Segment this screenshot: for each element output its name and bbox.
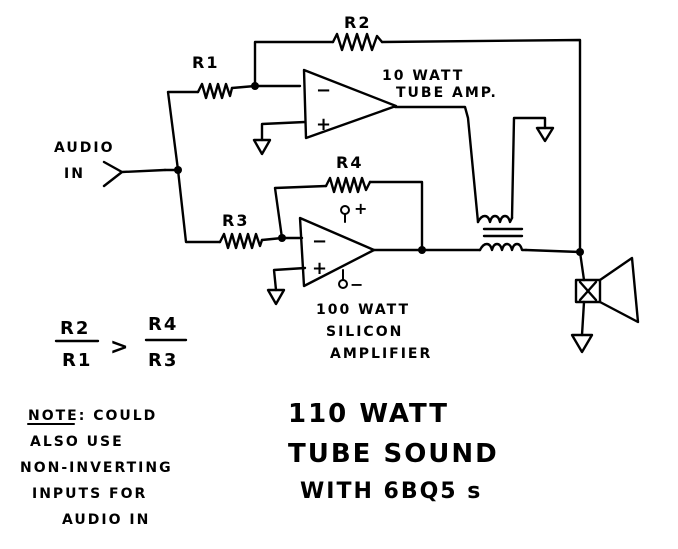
- wire-xfmr-bottom: [524, 248, 582, 254]
- tube-amp-minus: −: [316, 80, 333, 101]
- r4-label: R4: [336, 153, 363, 172]
- ground-symbol: [266, 288, 286, 306]
- resistor-r2: [331, 32, 384, 52]
- title-line1: 110 WATT: [288, 399, 449, 429]
- ground-symbol: [535, 126, 555, 143]
- wire-op1-plus: [260, 120, 307, 142]
- junction-dot: [278, 234, 286, 242]
- note-line2: ALSO USE: [30, 434, 124, 450]
- silicon-amp-minus: −: [312, 231, 329, 252]
- audio-input-jack: [102, 160, 167, 188]
- junction-dot: [576, 248, 584, 256]
- wire-r1-out: [230, 84, 302, 90]
- tube-amp-label-line1: 10 WATT: [382, 68, 464, 84]
- wire-r4-right: [368, 180, 424, 252]
- title-line3: WITH 6BQ5 s: [300, 479, 482, 504]
- speaker-cone: [598, 256, 640, 324]
- wire-r4-left: [273, 184, 328, 240]
- r1-label: R1: [192, 53, 219, 72]
- junction-dot: [251, 82, 259, 90]
- wire-speaker-gnd: [580, 300, 586, 337]
- transformer-primary-coil: [476, 214, 514, 224]
- wire-xfmr-top: [510, 116, 547, 220]
- note-line1: NOTE: COULD: [28, 408, 157, 424]
- audio-in-label-line2: IN: [64, 166, 85, 182]
- note-line4: INPUTS FOR: [32, 486, 147, 502]
- note-line5: AUDIO IN: [62, 512, 150, 528]
- supply-minus-label: −: [350, 275, 365, 294]
- wire-r2-left: [253, 40, 335, 88]
- speaker-magnet: [574, 278, 602, 304]
- resistor-r1: [196, 82, 234, 100]
- junction-dot: [174, 166, 182, 174]
- silicon-amp-plus: +: [312, 258, 329, 279]
- ground-symbol: [252, 138, 272, 156]
- silicon-amp-label-line2: SILICON: [326, 324, 403, 340]
- silicon-amp-label-line3: AMPLIFIER: [330, 346, 432, 362]
- resistor-r4: [324, 176, 372, 194]
- tube-amp-triangle: [302, 68, 398, 140]
- junction-dot: [418, 246, 426, 254]
- note-line3: NON-INVERTING: [20, 460, 173, 476]
- silicon-amp-label-line1: 100 WATT: [316, 302, 410, 318]
- wire-r2-right: [380, 38, 582, 254]
- ratio-r2: R2: [60, 318, 90, 339]
- ratio-r3: R3: [148, 350, 178, 371]
- tube-amp-label-line2: TUBE AMP.: [396, 85, 498, 101]
- wire-trunk-up: [166, 90, 200, 172]
- audio-in-label-line1: AUDIO: [54, 140, 115, 156]
- ratio-r1: R1: [62, 350, 92, 371]
- resistor-r3: [218, 232, 264, 250]
- transformer-secondary-coil: [478, 242, 528, 252]
- title-line2: TUBE SOUND: [288, 439, 499, 469]
- ratio-greater-than: >: [110, 335, 130, 360]
- tube-amp-plus: +: [316, 114, 333, 135]
- supply-plus-label: +: [354, 199, 369, 218]
- silicon-amp-triangle: [298, 216, 376, 288]
- supply-plus-terminal: [340, 205, 350, 215]
- wire-op1-out: [393, 105, 480, 224]
- ratio-r4: R4: [148, 314, 178, 335]
- ground-symbol: [570, 333, 594, 354]
- r2-label: R2: [344, 13, 371, 32]
- r3-label: R3: [222, 211, 249, 230]
- wire-trunk-down: [176, 168, 222, 244]
- wire-speaker-top: [578, 250, 586, 282]
- wire-op2-plus: [272, 266, 307, 292]
- supply-minus-terminal: [338, 279, 348, 289]
